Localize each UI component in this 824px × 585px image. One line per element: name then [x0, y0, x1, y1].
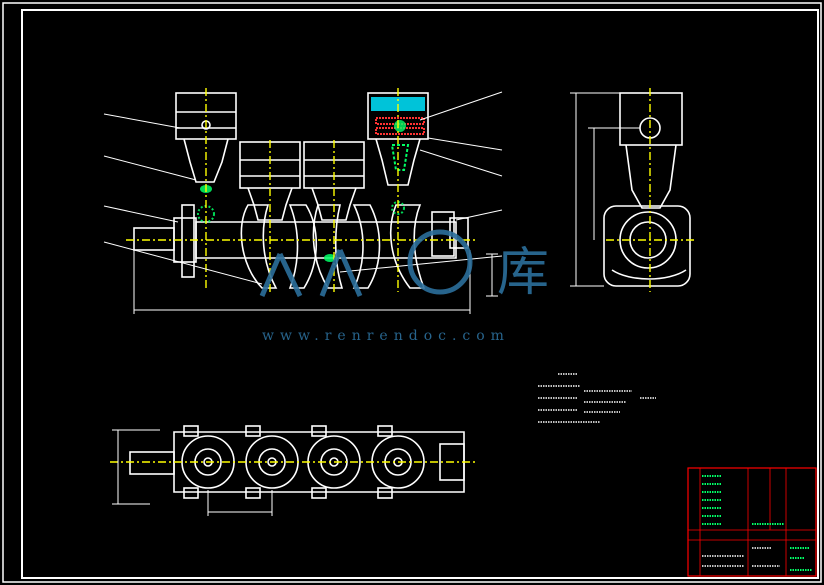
- piston-4-section-fill: [371, 97, 425, 171]
- side-view-centerlines: [606, 88, 696, 292]
- side-view-dimensions: [570, 92, 640, 287]
- side-view: [603, 92, 691, 287]
- section-hatching: [197, 185, 405, 262]
- top-view-dimensions: [112, 429, 273, 516]
- inner-frame: [21, 9, 819, 579]
- watermark-url: www.renrendoc.com: [262, 328, 510, 344]
- front-view: [133, 92, 469, 289]
- crankshaft: [133, 204, 469, 289]
- technical-notes: [538, 373, 656, 423]
- watermark-glyph: 库: [497, 243, 549, 303]
- title-block: [687, 467, 817, 577]
- watermark: 库 www.renrendoc.com: [259, 229, 549, 344]
- leader-lines: [103, 91, 503, 285]
